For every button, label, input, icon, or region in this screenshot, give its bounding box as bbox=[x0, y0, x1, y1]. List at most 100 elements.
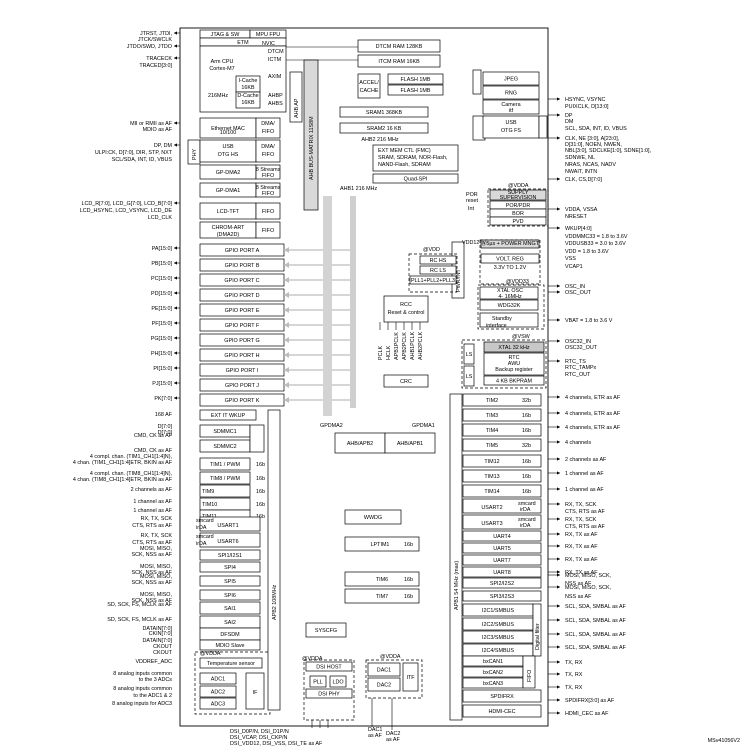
spi2-i2s2 bbox=[462, 577, 542, 589]
gpio-port-label: GPIO PORT C bbox=[224, 278, 259, 284]
label: GPDMA2 bbox=[320, 423, 343, 429]
pin-signal-label: NSS as AF bbox=[565, 594, 592, 600]
uart bbox=[462, 542, 542, 554]
pin-signal-label: CMD, CK as AF bbox=[134, 448, 173, 454]
arrow-head bbox=[174, 321, 177, 325]
figure-id: MSv41056V2 bbox=[708, 738, 740, 744]
gpio-port-label: GPIO PORT H bbox=[224, 353, 259, 359]
label: RTC bbox=[509, 355, 520, 361]
pin-signal-label: CKIN[7:0] bbox=[149, 631, 173, 637]
pin-signal-label: 2 channels as AF bbox=[131, 487, 173, 493]
arrow-head bbox=[174, 44, 177, 48]
label: Standby bbox=[492, 316, 512, 322]
arrow-head bbox=[557, 698, 560, 702]
pin-signal-label: 4 channels, ETR as AF bbox=[565, 411, 621, 417]
arrow-head bbox=[174, 276, 177, 280]
label: IF bbox=[253, 690, 258, 696]
spi6 bbox=[199, 589, 261, 601]
i2c-smbus-label: I2C1/SMBUS bbox=[482, 608, 514, 614]
label: 16b bbox=[256, 502, 265, 508]
gpio-port-label: GPIO PORT D bbox=[224, 293, 259, 299]
pin-signal-label: CKOUT bbox=[153, 644, 173, 650]
pin-signal-label: SCL, SDA, SMBAL as AF bbox=[565, 604, 627, 610]
spi4-label: SPI4 bbox=[224, 565, 236, 571]
uart-label: UART5 bbox=[493, 546, 511, 552]
adc-if bbox=[245, 672, 265, 710]
label: AHB1 216 MHz bbox=[340, 186, 377, 192]
pin-signal-label: SPDIFRX[3:0] as AF bbox=[565, 698, 615, 704]
pin-signal-label: VDD = 1.8 to 3.6V bbox=[565, 249, 609, 255]
pin-signal-label: TRACECK bbox=[146, 56, 172, 62]
hdmi-cec bbox=[462, 704, 542, 718]
arrow-head bbox=[557, 672, 560, 676]
dfsdm-label: DFSDM bbox=[220, 632, 240, 638]
rc-ls bbox=[419, 265, 457, 275]
label: XTAL OSC bbox=[497, 288, 523, 294]
timer-bits: 16b bbox=[522, 489, 531, 495]
rng bbox=[482, 85, 540, 100]
label: irDA bbox=[520, 523, 531, 529]
crc-block-label: CRC bbox=[400, 379, 412, 385]
arrow-head bbox=[284, 352, 289, 358]
pin-signal-label: WKUP[4:0] bbox=[565, 226, 592, 232]
pin-signal-label: OSC_OUT bbox=[565, 290, 592, 296]
ahb-ap-label: AHB AP bbox=[294, 98, 300, 118]
arrow-head bbox=[174, 366, 177, 370]
uart-label: UART8 bbox=[493, 570, 511, 576]
pin-signal-label: JTRST, JTDI, bbox=[140, 31, 173, 37]
pin-signal-label: CMD, CK as AF bbox=[134, 433, 173, 439]
label: 16b bbox=[256, 489, 265, 495]
label: (DMA2D) bbox=[217, 232, 240, 238]
volt-reg bbox=[480, 253, 540, 264]
label: FIFO bbox=[262, 152, 274, 158]
arrow-head bbox=[557, 471, 560, 475]
pin-signal-label: RX, TX as AF bbox=[565, 532, 598, 538]
label: @VDDA bbox=[380, 654, 401, 660]
arrow-head bbox=[557, 318, 560, 322]
timer-bits: 16b bbox=[522, 474, 531, 480]
pin-signal-label: RTC_TS bbox=[565, 359, 586, 365]
label: VDD12 bbox=[462, 240, 479, 246]
label: D-Cache bbox=[237, 93, 258, 99]
sai1-label: SAI1 bbox=[224, 606, 236, 612]
bus-matrix-label: AHB BUS-MATRIX 11S8M bbox=[309, 116, 315, 180]
pin-signal-label: 168 AF bbox=[155, 412, 173, 418]
arrow-head bbox=[557, 226, 560, 230]
pin-signal-label: VBAT = 1.8 to 3.6 V bbox=[565, 318, 613, 324]
arrow-head bbox=[174, 396, 177, 400]
pin-signal-label: VDDMMC33 = 1.8 to 3.6V bbox=[565, 234, 628, 240]
wdg32k bbox=[479, 299, 539, 311]
uart bbox=[462, 530, 542, 542]
wwdg-label: WWDG bbox=[364, 515, 382, 521]
label: irDA bbox=[196, 525, 207, 531]
timer-bits: 32b bbox=[522, 443, 531, 449]
clock-signal-label: AHB2PCLK bbox=[418, 331, 424, 360]
label: USART2 bbox=[481, 505, 502, 511]
power-mngt bbox=[480, 239, 540, 249]
arrow-head bbox=[557, 457, 560, 461]
label: DMA/ bbox=[261, 121, 275, 127]
timer-name: TIM5 bbox=[486, 443, 498, 449]
timer-bits: 32b bbox=[522, 398, 531, 404]
label: TIM1 / PWM bbox=[210, 462, 240, 468]
chromart-fifo bbox=[255, 221, 281, 239]
pin-signal-label: HSYNC, VSYNC bbox=[565, 97, 606, 103]
vdd-domain bbox=[408, 253, 458, 293]
lcd-tft-label: LCD-TFT bbox=[217, 209, 240, 215]
arrow-head bbox=[557, 440, 560, 444]
apb1-label: APB1 54 MHz (max) bbox=[454, 561, 460, 610]
pin-signal-label: PJ[15:0] bbox=[152, 381, 172, 387]
gpio-port-label: GPIO PORT A bbox=[225, 248, 260, 254]
pin-signal-label: 4 chan. (TIM8_CH1[1:4]ETR, BKIN as AF bbox=[73, 477, 173, 483]
pin-signal-label: DATAIN[7:0] bbox=[143, 638, 173, 644]
pin-signal-label: TX, RX bbox=[565, 685, 583, 691]
ahb-apb1-bridge bbox=[384, 432, 436, 454]
pin-signal-label: PG[15:0] bbox=[151, 336, 173, 342]
pin-signal-label: NRESET bbox=[565, 214, 588, 220]
pin-signal-label: DATAIN[7:0] bbox=[143, 626, 173, 632]
label: AHB2 216 MHz bbox=[361, 137, 398, 143]
arrow-head bbox=[557, 711, 560, 715]
gpio-port-label: GPIO PORT K bbox=[225, 398, 260, 404]
label: SRAM, SDRAM, NOR-Flash, bbox=[378, 155, 448, 161]
dsi-domain bbox=[303, 659, 355, 721]
